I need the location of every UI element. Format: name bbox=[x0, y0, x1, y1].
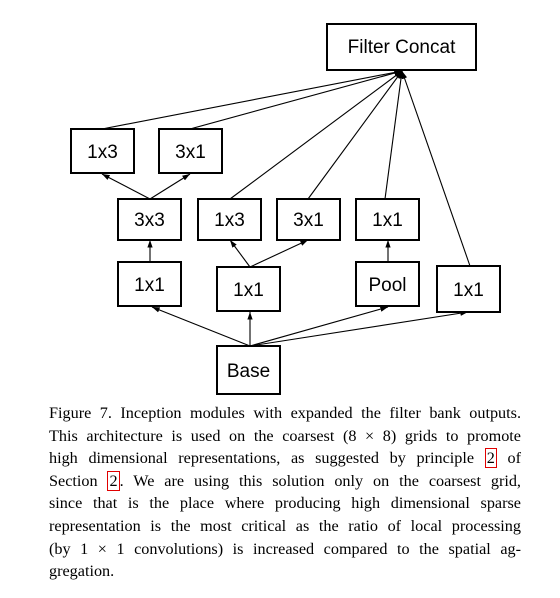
caption-line-2: This architecture is used on the coarses… bbox=[49, 426, 521, 445]
inception-module-diagram: Filter Concat 1x3 3x1 3x3 1x3 3x1 1x1 1x… bbox=[70, 23, 501, 395]
conv-3x1-top-label: 3x1 bbox=[175, 142, 206, 163]
conv-3x1-mid-node: 3x1 bbox=[276, 198, 341, 241]
edge-1x1b-to-1x3 bbox=[229, 239, 251, 268]
section-reference-link[interactable]: 2 bbox=[107, 470, 120, 491]
caption-line-6: representation is the most critical as t… bbox=[49, 516, 521, 535]
base-label: Base bbox=[227, 361, 270, 382]
caption-line-1: Figure 7. Inception modules with expande… bbox=[49, 404, 521, 422]
caption-line-8: gregation. bbox=[49, 562, 115, 581]
caption-line-7: (by 1 × 1 convolutions) is increased com… bbox=[49, 539, 521, 558]
caption-line-3: high dimensional representations, as sug… bbox=[49, 447, 521, 470]
edge-base-to-1x1c bbox=[249, 310, 469, 347]
edge-1x1-c-to-concat bbox=[401, 70, 471, 267]
conv-1x1-a-node: 1x1 bbox=[117, 261, 182, 307]
edge-3x3-to-1x3 bbox=[101, 173, 151, 200]
conv-3x3-label: 3x3 bbox=[134, 210, 165, 231]
conv-1x1-c-label: 1x1 bbox=[453, 280, 484, 301]
edge-base-to-1x1a bbox=[151, 306, 251, 347]
pool-label: Pool bbox=[368, 275, 406, 296]
conv-1x1-c-node: 1x1 bbox=[436, 265, 501, 313]
conv-1x1-a-label: 1x1 bbox=[134, 275, 165, 296]
base-node: Base bbox=[216, 345, 281, 395]
edge-1x1-afterpool-to-concat bbox=[384, 70, 404, 200]
caption-line-3-text: high dimensional representations, as sug… bbox=[49, 449, 485, 468]
edge-3x1-top-to-concat bbox=[189, 70, 403, 130]
conv-1x1-after-pool-label: 1x1 bbox=[372, 210, 403, 231]
conv-1x3-mid-label: 1x3 bbox=[214, 210, 245, 231]
caption-line-4: Section 2. We are using this solution on… bbox=[49, 470, 521, 493]
caption-line-4-text: Section bbox=[49, 471, 108, 490]
conv-3x1-top-node: 3x1 bbox=[158, 128, 223, 174]
conv-1x1-b-label: 1x1 bbox=[233, 280, 264, 301]
caption-line-3-end: of bbox=[496, 449, 522, 468]
conv-3x1-mid-label: 3x1 bbox=[293, 210, 324, 231]
conv-3x3-node: 3x3 bbox=[117, 198, 182, 241]
caption-line-5: since that is the place where producing … bbox=[49, 494, 521, 513]
edge-3x3-to-3x1 bbox=[149, 173, 191, 200]
edge-base-to-pool bbox=[249, 306, 389, 347]
caption-line-4-end: . We are using this solution only on the… bbox=[119, 471, 521, 490]
conv-1x3-top-label: 1x3 bbox=[87, 142, 118, 163]
edge-1x1b-to-3x1 bbox=[249, 239, 309, 268]
conv-1x3-top-node: 1x3 bbox=[70, 128, 135, 174]
conv-1x1-b-node: 1x1 bbox=[216, 266, 281, 312]
conv-1x3-mid-node: 1x3 bbox=[197, 198, 262, 241]
filter-concat-label: Filter Concat bbox=[348, 37, 456, 58]
conv-1x1-after-pool-node: 1x1 bbox=[355, 198, 420, 241]
edge-1x3-mid-to-concat bbox=[229, 70, 403, 200]
principle-reference-link[interactable]: 2 bbox=[484, 448, 497, 469]
edge-1x3-top-to-concat bbox=[101, 69, 403, 130]
edges bbox=[101, 69, 471, 347]
edge-3x1-mid-to-concat bbox=[307, 70, 403, 200]
figure-caption: Figure 7. Inception modules with expande… bbox=[49, 402, 521, 583]
filter-concat-node: Filter Concat bbox=[326, 23, 477, 71]
pool-node: Pool bbox=[355, 261, 420, 307]
